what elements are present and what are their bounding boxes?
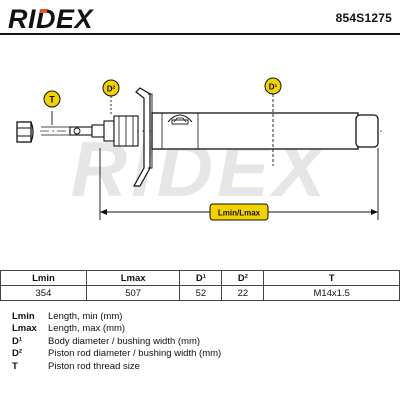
top-mount <box>113 115 139 147</box>
cell-t: M14x1.5 <box>263 285 400 301</box>
ridex-logo: RIDEX <box>8 4 95 34</box>
header-t: T <box>263 270 400 286</box>
dimension-d1: D¹ <box>264 77 282 166</box>
logo-accent-bar <box>39 9 48 13</box>
legend-symbol: D² <box>12 348 23 360</box>
label-d1: D¹ <box>269 83 278 92</box>
dimension-length: Lmin/Lmax <box>99 148 379 221</box>
legend-symbol: Lmin <box>12 311 35 322</box>
dimension-d2: D² <box>102 79 120 116</box>
label-length: Lmin/Lmax <box>218 209 261 218</box>
legend-item: T Piston rod thread size <box>12 361 221 373</box>
legend: Lmin Length, min (mm) Lmax Length, max (… <box>12 311 221 373</box>
legend-description: Body diameter / bushing width (mm) <box>48 335 201 347</box>
spec-table: Lmin Lmax D¹ D² T 354 507 52 22 M14x1.5 <box>0 270 400 301</box>
table-row: 354 507 52 22 M14x1.5 <box>0 285 400 301</box>
header-lmax: Lmax <box>85 270 181 286</box>
legend-symbol: T <box>12 360 18 372</box>
legend-description: Piston rod thread size <box>48 360 140 372</box>
part-number: 854S1275 <box>335 11 392 25</box>
cell-d1: 52 <box>179 285 223 301</box>
legend-description: Length, min (mm) <box>48 311 123 322</box>
legend-description: Length, max (mm) <box>48 323 126 335</box>
legend-item: D² Piston rod diameter / bushing width (… <box>12 348 221 360</box>
header-lmin: Lmin <box>0 270 87 286</box>
header-divider <box>0 33 400 35</box>
cell-lmin: 354 <box>0 285 87 301</box>
logo-text: RIDEX <box>8 4 95 34</box>
table-header-row: Lmin Lmax D¹ D² T <box>0 270 400 286</box>
legend-item: Lmax Length, max (mm) <box>12 323 221 335</box>
label-d2: D² <box>107 85 116 94</box>
dimension-t: T <box>41 90 70 136</box>
damper-body <box>151 112 379 150</box>
cell-d2: 22 <box>221 285 265 301</box>
header-d2: D² <box>221 270 265 286</box>
header-d1: D¹ <box>179 270 223 286</box>
legend-symbol: Lmax <box>12 323 37 335</box>
nut <box>16 121 34 143</box>
bump-stop-bracket <box>167 114 193 125</box>
legend-symbol: D¹ <box>12 335 23 347</box>
cell-lmax: 507 <box>85 285 181 301</box>
shock-absorber-drawing: RIDEX T <box>16 77 382 221</box>
legend-description: Piston rod diameter / bushing width (mm) <box>48 348 222 360</box>
legend-item: D¹ Body diameter / bushing width (mm) <box>12 336 221 348</box>
legend-item: Lmin Length, min (mm) <box>12 311 221 323</box>
label-t: T <box>49 95 55 105</box>
